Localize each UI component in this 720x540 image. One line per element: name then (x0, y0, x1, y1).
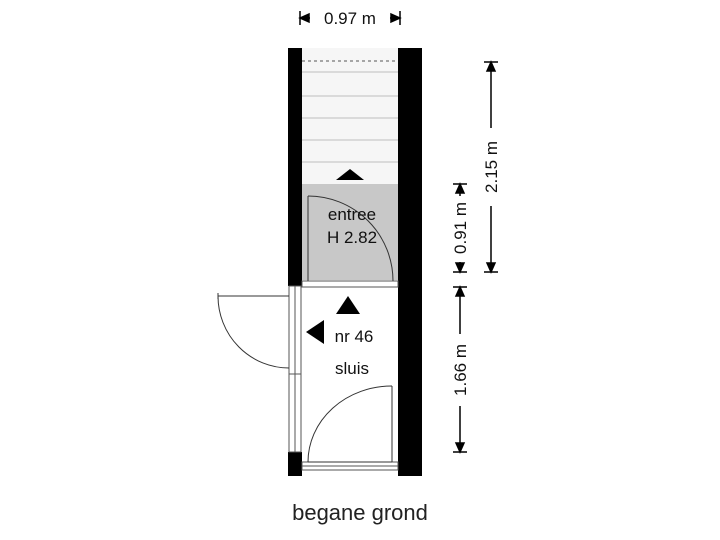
room-name-entree: entree (328, 205, 376, 224)
dimension-total-height (484, 60, 498, 274)
dimension-sluis-height (453, 285, 467, 454)
door-sluis (307, 385, 393, 463)
door-exterior (217, 293, 290, 369)
dimension-width-label: 0.97 m (324, 9, 376, 28)
stair-treads (302, 71, 398, 163)
door-entree (307, 195, 394, 282)
dimension-total-height-label: 2.15 m (482, 141, 501, 193)
front-glass (301, 461, 399, 471)
wall-right (398, 48, 422, 476)
entry-arrow-up-icon (336, 296, 360, 314)
stairs-area (302, 48, 398, 184)
partition-wall (301, 280, 399, 288)
room-height-entree: H 2.82 (327, 228, 377, 247)
dimension-width (298, 11, 402, 25)
stair-up-arrow-icon (336, 169, 364, 180)
wall-left-bottom (288, 452, 302, 476)
dimension-sluis-height-label: 1.66 m (451, 344, 470, 396)
dimension-entree-height (453, 182, 467, 274)
window-left (288, 285, 302, 453)
house-number: nr 46 (335, 327, 374, 346)
dimension-entree-height-label: 0.91 m (451, 202, 470, 254)
room-name-sluis: sluis (335, 359, 369, 378)
wall-left-upper (288, 48, 302, 286)
entry-arrow-left-icon (306, 320, 324, 344)
floor-label: begane grond (292, 500, 428, 525)
entree-floor (302, 184, 398, 280)
